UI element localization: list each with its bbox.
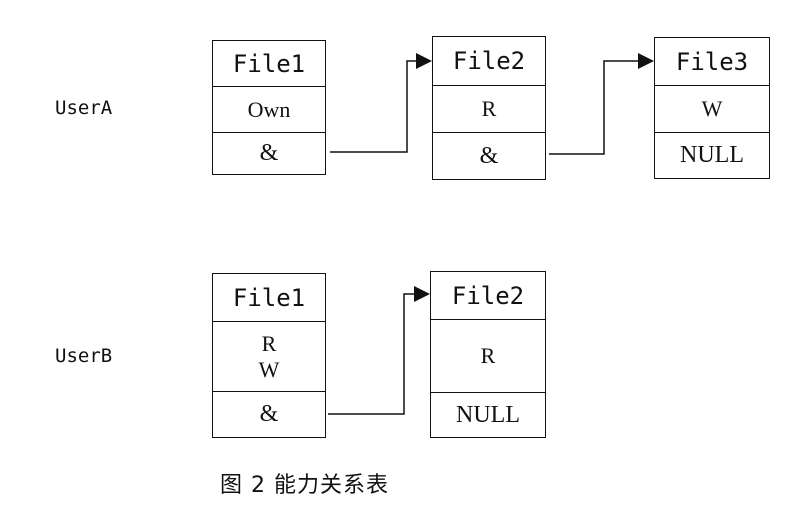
user-b-label: UserB — [55, 345, 113, 367]
user-a-label: UserA — [55, 97, 113, 119]
usera-link-1-2 — [330, 60, 418, 153]
usera-file1-node: File1 Own & — [212, 40, 326, 175]
permission: Own — [247, 96, 291, 122]
node-permissions: R W — [213, 321, 325, 391]
userb-link-1-2 — [328, 293, 416, 415]
permission: R — [261, 330, 277, 356]
permission: R — [481, 96, 497, 121]
node-permissions: W — [655, 85, 769, 132]
permission: R — [480, 343, 496, 368]
node-file-name: File2 — [451, 281, 525, 310]
node-file-name: File1 — [232, 283, 306, 312]
node-next-pointer: & — [213, 132, 325, 174]
permission: W — [701, 96, 723, 121]
node-next-pointer: & — [433, 132, 545, 179]
permission: W — [258, 356, 280, 382]
figure-caption: 图 2 能力关系表 — [220, 473, 389, 498]
usera-link-2-3 — [549, 60, 640, 155]
node-next-pointer: NULL — [431, 392, 545, 437]
arrowhead-icon — [638, 53, 654, 69]
arrowhead-icon — [414, 286, 430, 302]
node-permissions: Own — [213, 86, 325, 132]
node-permissions: R — [431, 319, 545, 392]
usera-file3-node: File3 W NULL — [654, 37, 770, 179]
userb-file2-node: File2 R NULL — [430, 271, 546, 438]
userb-file1-node: File1 R W & — [212, 273, 326, 438]
node-file-name: File2 — [452, 47, 526, 75]
node-file-name: File1 — [232, 49, 306, 78]
arrowhead-icon — [416, 53, 432, 69]
node-next-pointer: NULL — [655, 132, 769, 178]
node-permissions: R — [433, 85, 545, 132]
node-file-name: File3 — [675, 47, 749, 76]
usera-file2-node: File2 R & — [432, 36, 546, 180]
node-next-pointer: & — [213, 391, 325, 437]
